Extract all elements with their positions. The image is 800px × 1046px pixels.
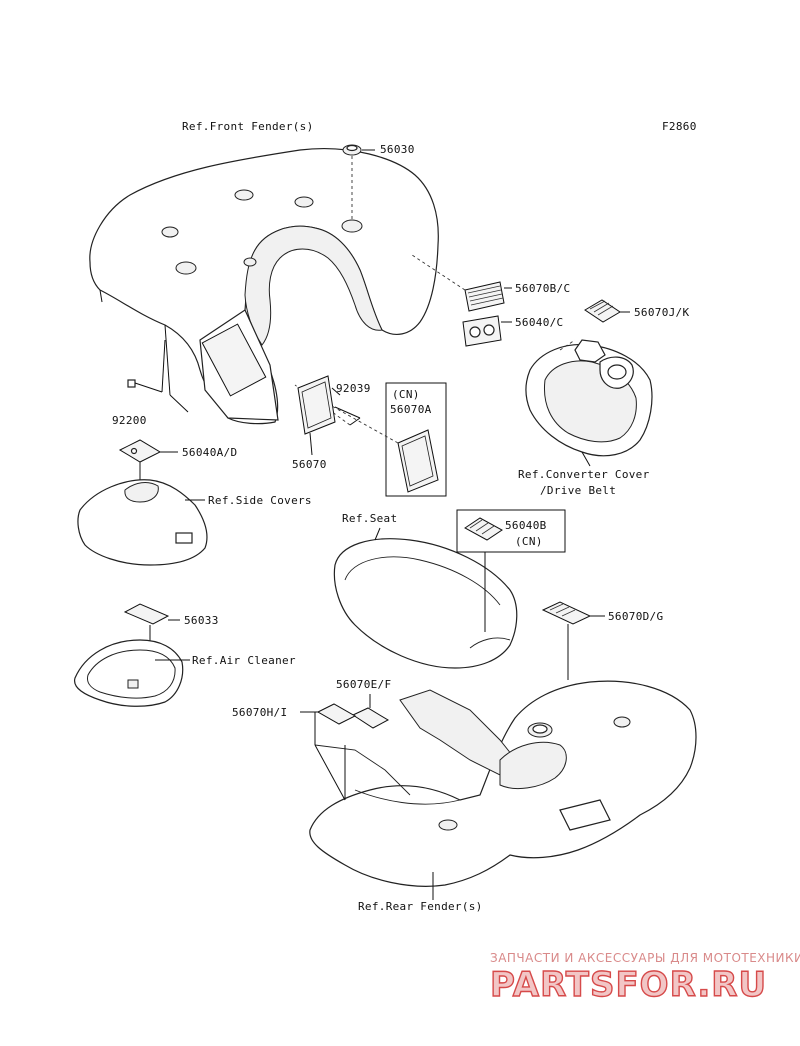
decal-56070: [297, 375, 336, 456]
part-56070ef: 56070E/F: [336, 678, 391, 691]
part-56070jk: 56070J/K: [634, 306, 689, 319]
ref-seat: Ref.Seat: [342, 512, 397, 525]
converter-cover-drawing: [525, 339, 653, 467]
air-cleaner-drawing: [74, 639, 190, 707]
front-fender-drawing: [89, 147, 439, 425]
decal-56040ad: [118, 439, 178, 480]
part-56070dg: 56070D/G: [608, 610, 663, 623]
watermark-logo: PARTSFOR.RU: [490, 965, 767, 1005]
decal-56070hi: [300, 703, 357, 725]
part-56040ad: 56040A/D: [182, 446, 237, 459]
diagram-code: F2860: [662, 120, 697, 133]
part-56040b-tag: (CN): [515, 535, 543, 548]
rear-fender-drawing: [309, 680, 697, 900]
ref-converter-line1: Ref.Converter Cover: [518, 468, 650, 481]
decal-56040c: [462, 315, 512, 347]
seat-drawing: [333, 527, 518, 669]
decal-56070bc: [411, 254, 512, 312]
cn-tag: (CN): [392, 388, 420, 401]
part-56040c: 56040/C: [515, 316, 563, 329]
part-56030: 56030: [380, 143, 415, 156]
ref-air-cleaner: Ref.Air Cleaner: [192, 654, 296, 667]
decal-56033: [123, 603, 180, 648]
part-56070bc: 56070B/C: [515, 282, 570, 295]
part-56033: 56033: [184, 614, 219, 627]
watermark-tagline: ЗАПЧАСТИ И АКСЕССУАРЫ ДЛЯ МОТОТЕХНИКИ: [490, 951, 800, 965]
part-92039: 92039: [336, 382, 371, 395]
part-56070hi: 56070H/I: [232, 706, 287, 719]
side-cover-drawing: [77, 479, 208, 566]
cn-box-56070a: [329, 382, 447, 497]
ref-front-fender: Ref.Front Fender(s): [182, 120, 314, 133]
part-56070: 56070: [292, 458, 327, 471]
decal-56070ef: [351, 694, 390, 729]
decal-56070dg: [541, 601, 605, 680]
part-56040b: 56040B: [505, 519, 547, 532]
ref-converter-line2: /Drive Belt: [540, 484, 616, 497]
part-92200: 92200: [112, 414, 147, 427]
decal-56070jk: [584, 299, 630, 323]
cn-box-56040b: [456, 509, 566, 632]
part-56070a: 56070A: [390, 403, 432, 416]
ref-side-covers: Ref.Side Covers: [208, 494, 312, 507]
grommet-56030: [342, 144, 375, 220]
ref-rear-fender: Ref.Rear Fender(s): [358, 900, 483, 913]
clip-92200: [127, 339, 166, 393]
